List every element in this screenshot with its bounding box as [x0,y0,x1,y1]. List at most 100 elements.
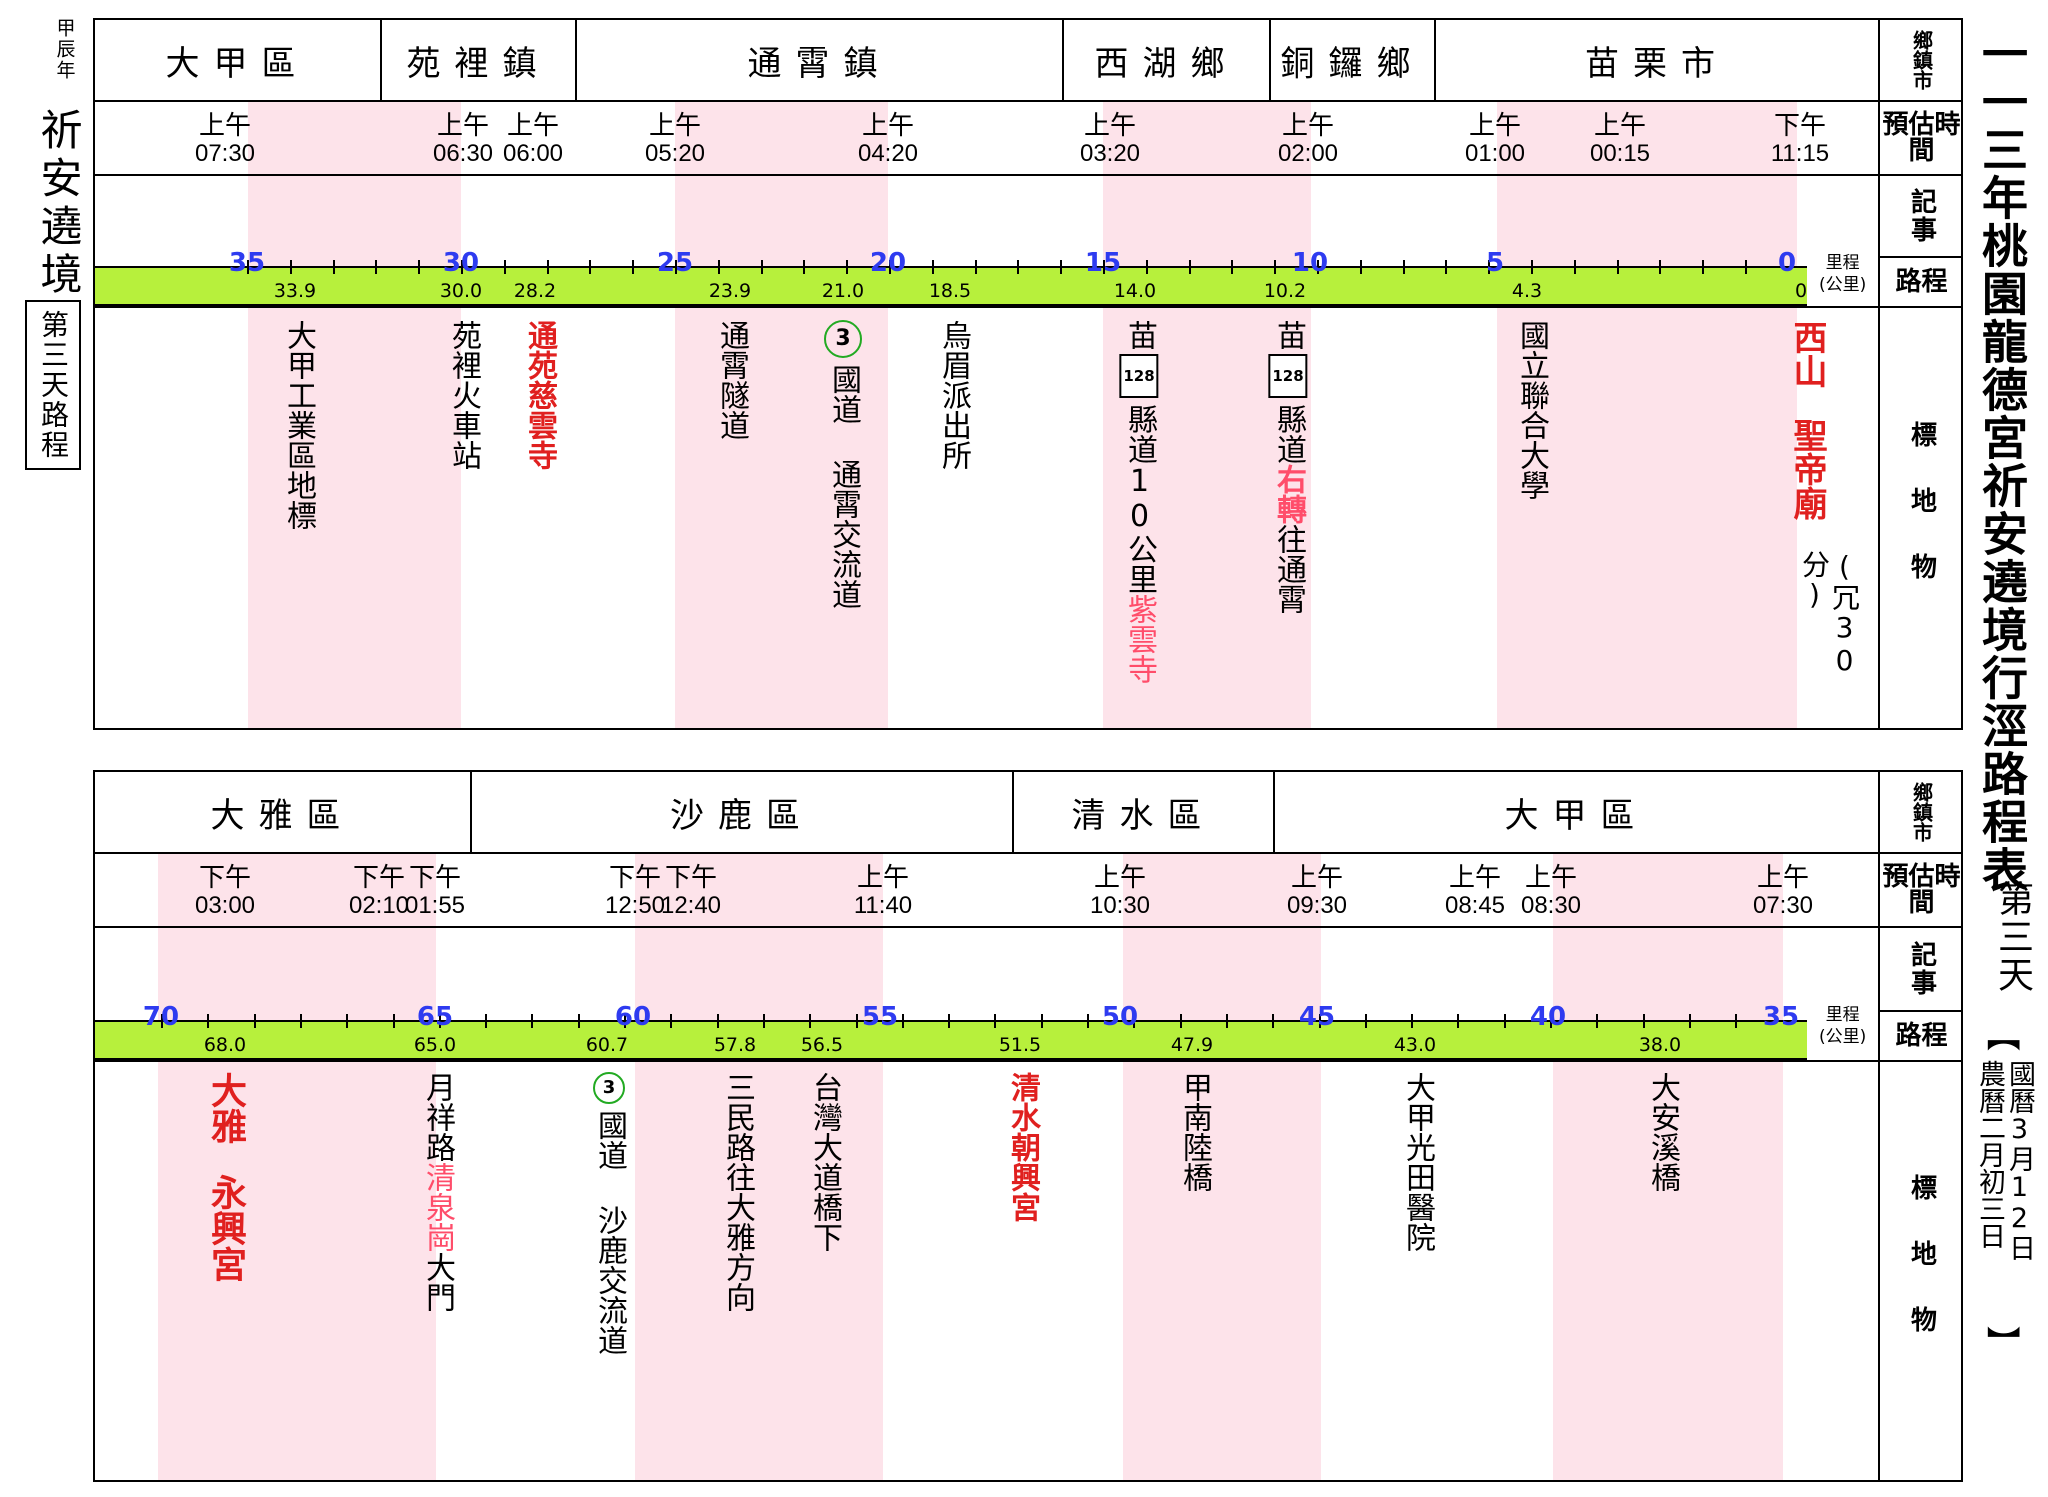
km-marker: 45 [1298,1002,1336,1032]
km-tick [503,260,506,274]
km-value: 4.3 [1511,280,1543,302]
town-miaoli: 苗栗市 [1585,43,1729,84]
km-tick [901,1014,904,1028]
km-value: 51.5 [998,1034,1042,1056]
landmark-taiwan-blvd-bridge: 台灣大道橋下 [807,1072,842,1252]
km-marker: 25 [656,248,694,278]
km-tick [1735,1014,1738,1028]
row-label-town: 鄉鎮市 [1909,30,1934,90]
landmark-shalu-interchange: 3國道 沙鹿交流道 [592,1072,627,1355]
landmark-sanmin-rd: 三民路往大雅方向 [720,1072,755,1312]
km-tick [1060,260,1063,274]
row-label-route: 路程 [1895,267,1948,297]
km-marker: 0 [1777,248,1797,278]
km-value: 56.5 [800,1034,844,1056]
km-tick [289,260,292,274]
date-lunar: 農曆二月初三日 [1974,1060,2005,1249]
km-bar [95,266,1807,306]
landmark-county-road-128-ziyun: 苗128縣道10公里紫雲寺 [1119,320,1159,684]
km-value: 14.0 [1113,280,1157,302]
row-label-route: 路程 [1895,1021,1948,1051]
row-label-landmarks: 標地物 [1906,421,1937,619]
km-tick [716,1014,719,1028]
km-tick [1573,260,1576,274]
km-value: 21.0 [821,280,865,302]
km-marker: 5 [1485,248,1505,278]
km-tick [1616,260,1619,274]
km-tick [994,1014,997,1028]
km-bar [95,1020,1807,1060]
landmark-stay-note: (冗30分) [1798,550,1861,677]
landmark-qingquangang-gate: 月祥路清泉崗大門 [420,1072,455,1312]
km-tick [1317,260,1319,274]
km-tick [1531,260,1533,274]
km-tick [418,260,421,274]
year-label: 甲辰年 [53,18,76,81]
km-tick [1145,260,1148,274]
km-tick [1596,1014,1599,1028]
landmark-kuang-tien-hospital: 大甲光田醫院 [1400,1072,1435,1252]
km-tick [577,1014,580,1028]
km-tick [1359,260,1362,274]
left-title: 祈安遶境 [34,108,83,300]
landmark-county-road-128-turn: 苗128縣道右轉往通霄 [1268,320,1308,614]
km-tick [1231,260,1234,274]
km-tick [1411,1014,1414,1028]
km-tick [1642,1014,1645,1028]
km-tick [670,1014,673,1028]
freeway-shield-icon: 3 [824,320,862,358]
km-tick [1364,1014,1367,1028]
km-tick [1688,1014,1691,1028]
km-marker: 30 [442,248,480,278]
km-value: 43.0 [1393,1034,1437,1056]
km-marker: 40 [1529,1002,1567,1032]
km-tick [375,260,378,274]
km-value: 10.2 [1263,280,1307,302]
km-tick [1402,260,1405,274]
km-value: 18.5 [928,280,972,302]
row-label-notes: 記事 [1906,188,1937,244]
town-tongxiao: 通霄鎮 [747,43,892,84]
km-value: 33.9 [273,280,317,302]
km-tick [1103,260,1105,274]
km-tick [809,1014,812,1028]
km-value: 65.0 [413,1034,457,1056]
landmark-ciyun-temple: 通苑慈雲寺 [522,320,557,470]
county-road-shield-icon: 128 [1268,354,1308,398]
county-road-shield-icon: 128 [1119,354,1159,398]
km-tick [931,260,934,274]
km-tick [1133,1014,1136,1028]
km-tick [1040,1014,1043,1028]
km-tick [438,1014,441,1028]
km-value: 30.0 [439,280,483,302]
km-tick [760,260,763,274]
km-unit: 里程(公里) [1819,1005,1867,1047]
km-tick [531,1014,534,1028]
km-marker: 55 [861,1002,899,1032]
town-qingshui: 清水區 [1071,795,1216,836]
day-box: 第三天路程 [25,300,81,470]
row-label-notes: 記事 [1906,941,1937,997]
km-marker: 35 [228,248,266,278]
km-tick [1702,260,1705,274]
row-label-landmarks: 標地物 [1906,1174,1937,1372]
landmark-tongxiao-interchange: 3國道 通霄交流道 [824,320,862,609]
km-tick [1274,260,1277,274]
landmark-xishan-temple: 西山聖帝廟 [1787,320,1827,520]
km-tick [717,260,720,274]
km-marker: 20 [869,248,907,278]
km-tick [846,260,849,274]
km-marker: 65 [416,1002,454,1032]
